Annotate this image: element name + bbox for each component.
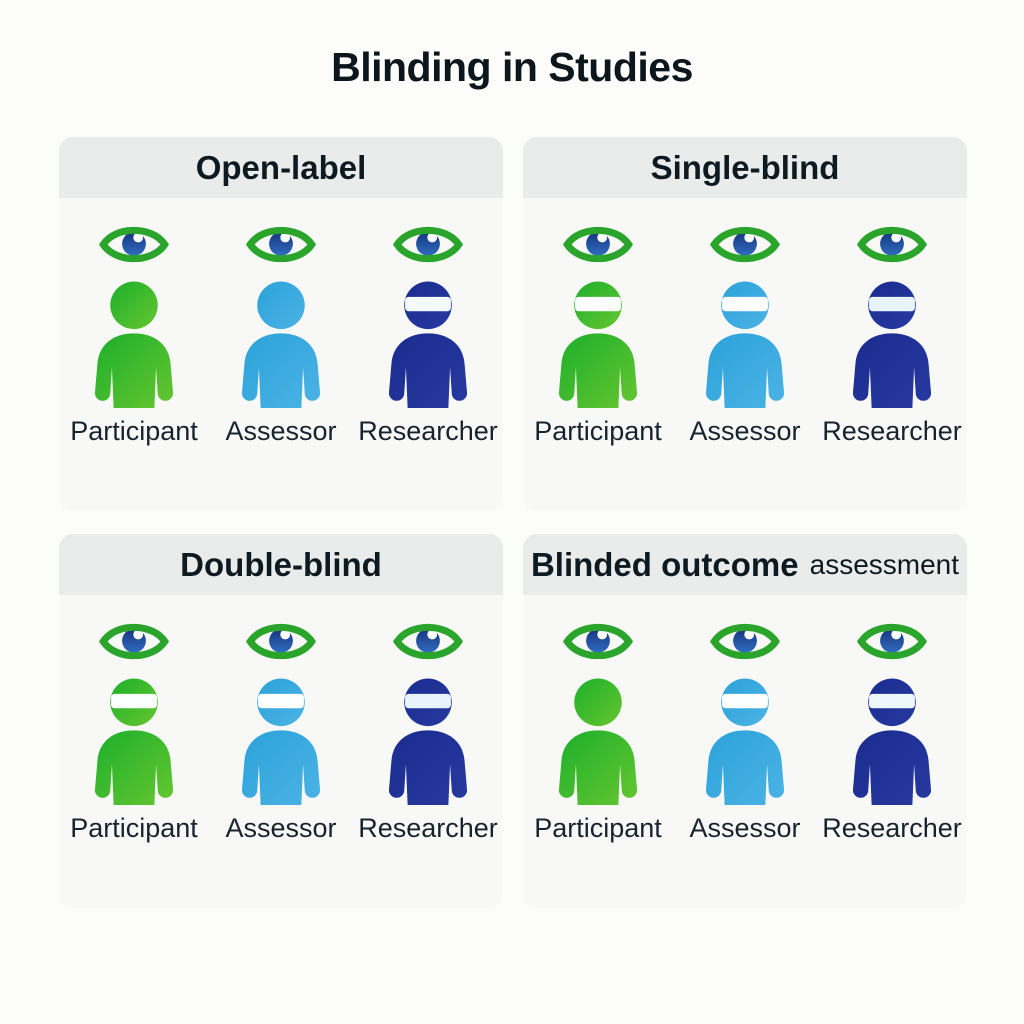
figure-role-label: Participant [70, 813, 198, 843]
figure-assessor: Assessor [672, 198, 818, 447]
panel-title: Double-blind [180, 545, 382, 583]
figure-role-label: Researcher [822, 813, 962, 843]
figure-participant: Participant [525, 198, 671, 447]
person-participant-icon [94, 281, 174, 408]
figure-role-label: Researcher [358, 813, 498, 843]
open-eye-icon [857, 617, 927, 666]
figure-researcher: Researcher [355, 198, 501, 447]
open-eye-icon [857, 220, 927, 269]
blindfold-band [111, 693, 157, 709]
blindfold-band [405, 296, 451, 312]
figure-assessor: Assessor [672, 595, 818, 844]
open-eye-icon [99, 220, 169, 269]
person-assessor-icon [705, 678, 785, 805]
person-assessor-icon [241, 678, 321, 805]
open-eye-icon [710, 617, 780, 666]
page-title: Blinding in Studies [331, 44, 693, 90]
figure-role-label: Assessor [689, 416, 801, 446]
panel-open-label: Open-label Participant Assessor [59, 137, 503, 511]
panel-title-suffix: assessment [809, 548, 960, 580]
blindfold-band [869, 693, 915, 709]
open-eye-icon [99, 617, 169, 666]
panel-double-blind-header: Double-blind [59, 534, 503, 595]
panel-blinded-outcome-assessment: Blinded outcome assessment Participant [523, 534, 967, 908]
figure-researcher: Researcher [819, 595, 965, 844]
open-eye-icon [563, 617, 633, 666]
person-participant-icon [558, 281, 638, 408]
person-researcher-icon [388, 281, 468, 408]
figure-row: Participant Assessor Resea [523, 198, 967, 447]
open-eye-icon [246, 617, 316, 666]
panel-double-blind: Double-blind Participant [59, 534, 503, 908]
open-eye-icon [710, 220, 780, 269]
figure-assessor: Assessor [208, 198, 354, 447]
panel-title: Blinded outcome [530, 545, 799, 583]
figure-role-label: Participant [534, 813, 662, 843]
figure-role-label: Assessor [225, 416, 337, 446]
figure-role-label: Researcher [822, 416, 962, 446]
figure-participant: Participant [61, 198, 207, 447]
figure-participant: Participant [61, 595, 207, 844]
panel-single-blind: Single-blind Participant [523, 137, 967, 511]
panel-title: Open-label [195, 148, 367, 186]
panel-open-label-header: Open-label [59, 137, 503, 198]
open-eye-icon [393, 220, 463, 269]
figure-participant: Participant [525, 595, 671, 844]
open-eye-icon [563, 220, 633, 269]
person-researcher-icon [852, 281, 932, 408]
figure-role-label: Participant [534, 416, 662, 446]
blindfold-band [869, 296, 915, 312]
figure-assessor: Assessor [208, 595, 354, 844]
figure-role-label: Participant [70, 416, 198, 446]
figure-row: Participant Assessor Researcher [59, 198, 503, 447]
figure-researcher: Researcher [355, 595, 501, 844]
person-researcher-icon [852, 678, 932, 805]
person-assessor-icon [705, 281, 785, 408]
person-researcher-icon [388, 678, 468, 805]
panel-blinded-outcome-header: Blinded outcome assessment [523, 534, 967, 595]
panel-title: Single-blind [650, 148, 840, 186]
figure-role-label: Assessor [689, 813, 801, 843]
person-participant-icon [558, 678, 638, 805]
blindfold-band [258, 693, 304, 709]
blindfold-band [722, 693, 768, 709]
figure-researcher: Researcher [819, 198, 965, 447]
panel-single-blind-header: Single-blind [523, 137, 967, 198]
blindfold-band [722, 296, 768, 312]
panels-grid: Open-label Participant Assessor [59, 137, 967, 908]
blindfold-band [575, 296, 621, 312]
blindfold-band [405, 693, 451, 709]
figure-row: Participant Assessor Resea [59, 595, 503, 844]
figure-row: Participant Assessor Resea [523, 595, 967, 844]
figure-role-label: Assessor [225, 813, 337, 843]
person-assessor-icon [241, 281, 321, 408]
open-eye-icon [393, 617, 463, 666]
open-eye-icon [246, 220, 316, 269]
person-participant-icon [94, 678, 174, 805]
figure-role-label: Researcher [358, 416, 498, 446]
